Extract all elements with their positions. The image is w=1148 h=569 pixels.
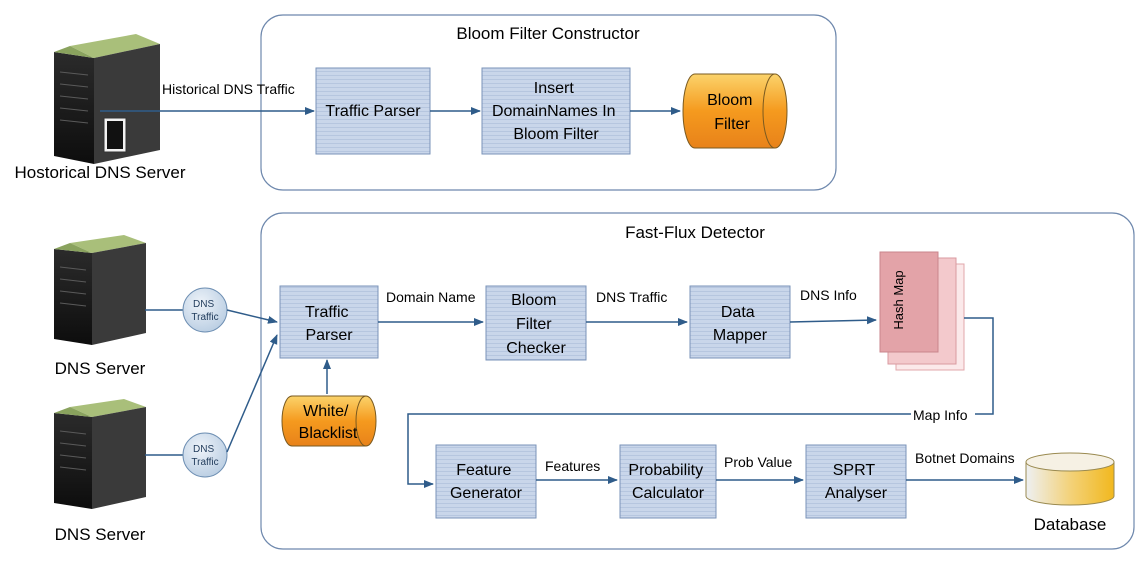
map-info-label-bg <box>911 405 975 423</box>
edge-label-dns-info: DNS Info <box>800 287 857 303</box>
insert-line-1: Insert <box>534 80 575 97</box>
edge-label-historical-dns-traffic: Historical DNS Traffic <box>162 81 295 97</box>
bubble-2-line-1: DNS <box>193 444 214 455</box>
hash-map-stack <box>879 251 965 371</box>
whitelist-label: White/ Blacklist <box>299 403 358 442</box>
dns-server-1-label: DNS Server <box>55 359 146 378</box>
data-mapper-label: Data Mapper <box>713 304 768 344</box>
bloom-checker-line-2: Filter <box>516 316 552 333</box>
dns-server-1-icon <box>54 235 146 345</box>
edge-label-domain-name: Domain Name <box>386 289 476 305</box>
bloom-checker-line-1: Bloom <box>511 292 556 309</box>
detector-traffic-parser-label: Traffic Parser <box>305 304 353 344</box>
bloom-checker-label: Bloom Filter Checker <box>506 292 566 357</box>
feature-generator-line-1: Feature <box>456 462 511 479</box>
probability-line-2: Calculator <box>632 485 705 502</box>
edge-label-botnet-domains: Botnet Domains <box>915 450 1015 466</box>
historical-server-label: Hostorical DNS Server <box>15 163 186 182</box>
probability-calculator-box <box>619 444 717 519</box>
dns-server-2-label: DNS Server <box>55 525 146 544</box>
arrow-bubble2-to-parser <box>226 334 278 453</box>
edge-label-prob-value: Prob Value <box>724 454 792 470</box>
bloom-filter-storage-label: Bloom Filter <box>707 92 757 133</box>
fast-flux-detector-title: Fast-Flux Detector <box>625 223 765 242</box>
bubble-2-line-2: Traffic <box>191 457 218 468</box>
bubble-1-line-2: Traffic <box>191 312 218 323</box>
sprt-analyser-label: SPRT Analyser <box>825 462 888 502</box>
database-label: Database <box>1034 515 1107 534</box>
feature-generator-label: Feature Generator <box>450 462 523 502</box>
whitelist-line-2: Blacklist <box>299 425 358 442</box>
bloom-traffic-parser-box <box>315 67 431 155</box>
feature-generator-line-2: Generator <box>450 485 523 502</box>
edge-label-dns-traffic: DNS Traffic <box>596 289 667 305</box>
hash-map-label: Hash Map <box>891 270 906 329</box>
data-mapper-box <box>689 285 791 359</box>
arrow-bubble1-to-parser <box>226 309 278 324</box>
insert-line-2: DomainNames In <box>492 103 616 120</box>
arrow-hashmap-to-feature <box>407 317 994 488</box>
probability-line-1: Probability <box>628 462 703 479</box>
arrow-mapper-to-hashmap <box>789 316 877 325</box>
bloom-filter-storage <box>682 73 788 149</box>
data-mapper-line-2: Mapper <box>713 327 768 344</box>
insert-domainnames-label: Insert DomainNames In Bloom Filter <box>492 80 620 143</box>
sprt-analyser-box <box>805 444 907 519</box>
edge-label-map-info: Map Info <box>913 407 968 423</box>
bloom-constructor-title: Bloom Filter Constructor <box>456 24 640 43</box>
bloom-checker-line-3: Checker <box>506 340 566 357</box>
bloom-filter-line-1: Bloom <box>707 92 752 109</box>
whitelist-storage <box>281 395 377 447</box>
feature-generator-box <box>435 444 537 519</box>
sprt-line-1: SPRT <box>833 462 876 479</box>
database-icon <box>1025 452 1115 506</box>
insert-line-3: Bloom Filter <box>513 126 599 143</box>
data-mapper-line-1: Data <box>721 304 755 321</box>
bubble-1-line-1: DNS <box>193 299 214 310</box>
bloom-checker-box <box>485 285 587 361</box>
whitelist-line-1: White/ <box>303 403 349 420</box>
probability-calculator-label: Probability Calculator <box>628 462 707 502</box>
bloom-traffic-parser-label: Traffic Parser <box>325 103 421 120</box>
bubble-2-label: DNS Traffic <box>191 444 218 468</box>
bubble-1-label: DNS Traffic <box>191 299 218 323</box>
sprt-line-2: Analyser <box>825 485 888 502</box>
dns-server-2-icon <box>54 399 146 509</box>
edge-label-features: Features <box>545 458 600 474</box>
dns-traffic-bubble-1 <box>182 287 228 333</box>
detector-traffic-parser-box <box>279 285 379 359</box>
historical-server-icon <box>54 34 160 164</box>
insert-domainnames-box <box>481 67 631 155</box>
detector-parser-line-1: Traffic <box>305 304 349 321</box>
dns-traffic-bubble-2 <box>182 432 228 478</box>
bloom-filter-line-2: Filter <box>714 116 750 133</box>
detector-parser-line-2: Parser <box>305 327 353 344</box>
